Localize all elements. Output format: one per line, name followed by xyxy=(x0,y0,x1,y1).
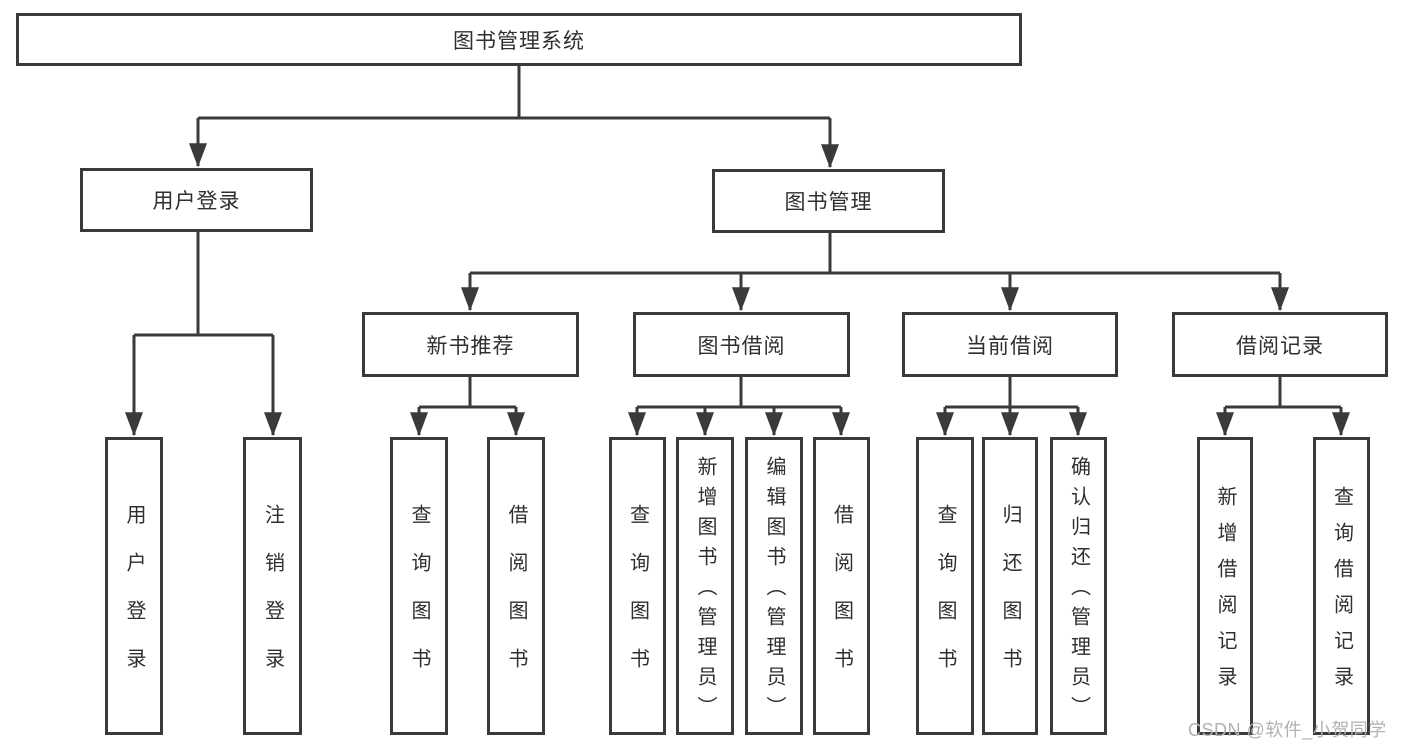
node-user-login: 用户登录 xyxy=(80,168,313,232)
leaf-borrow-add-books-admin-label: 新增图书（管理员） xyxy=(694,456,716,726)
node-book-management-label: 图书管理 xyxy=(784,191,873,214)
connector-lines xyxy=(125,66,1350,437)
leaf-logout-label: 注销登录 xyxy=(261,504,284,696)
leaf-records-add-record: 新增借阅记录 xyxy=(1197,437,1253,735)
leaf-borrow-query-books-label: 查询图书 xyxy=(626,504,649,696)
leaf-current-return-books-label: 归还图书 xyxy=(999,504,1021,696)
node-current-borrow-label: 当前借阅 xyxy=(966,334,1054,358)
node-book-borrow-label: 图书借阅 xyxy=(697,334,786,358)
leaf-borrow-query-books: 查询图书 xyxy=(609,437,666,735)
node-book-management: 图书管理 xyxy=(712,169,945,233)
leaf-current-query-books: 查询图书 xyxy=(916,437,974,735)
leaf-borrow-borrow-books: 借阅图书 xyxy=(813,437,870,735)
node-new-book-recommend-label: 新书推荐 xyxy=(426,334,515,358)
leaf-user-login: 用户登录 xyxy=(105,437,163,735)
node-book-borrow: 图书借阅 xyxy=(633,312,850,377)
node-root: 图书管理系统 xyxy=(16,13,1022,66)
leaf-recommend-query-books: 查询图书 xyxy=(390,437,448,735)
node-root-label: 图书管理系统 xyxy=(453,29,585,53)
node-borrow-records-label: 借阅记录 xyxy=(1236,334,1324,358)
leaf-borrow-edit-books-admin: 编辑图书（管理员） xyxy=(745,437,803,735)
leaf-current-query-books-label: 查询图书 xyxy=(934,504,956,696)
node-borrow-records: 借阅记录 xyxy=(1172,312,1388,377)
node-current-borrow: 当前借阅 xyxy=(902,312,1118,377)
node-user-login-label: 用户登录 xyxy=(152,190,241,213)
leaf-records-query-record: 查询借阅记录 xyxy=(1313,437,1370,735)
leaf-borrow-add-books-admin: 新增图书（管理员） xyxy=(676,437,734,735)
leaf-current-confirm-return-admin: 确认归还（管理员） xyxy=(1050,437,1107,735)
leaf-user-login-label: 用户登录 xyxy=(123,504,145,696)
leaf-recommend-query-books-label: 查询图书 xyxy=(408,504,430,696)
leaf-borrow-borrow-books-label: 借阅图书 xyxy=(830,504,853,696)
leaf-borrow-edit-books-admin-label: 编辑图书（管理员） xyxy=(763,456,785,726)
leaf-recommend-borrow-books-label: 借阅图书 xyxy=(505,504,527,696)
leaf-current-confirm-return-admin-label: 确认归还（管理员） xyxy=(1067,456,1090,726)
leaf-logout: 注销登录 xyxy=(243,437,302,735)
csdn-watermark: CSDN @软件_小贺同学 xyxy=(1188,720,1387,740)
leaf-recommend-borrow-books: 借阅图书 xyxy=(487,437,545,735)
leaf-current-return-books: 归还图书 xyxy=(982,437,1038,735)
leaf-records-query-record-label: 查询借阅记录 xyxy=(1330,486,1353,702)
leaf-records-add-record-label: 新增借阅记录 xyxy=(1214,486,1236,702)
node-new-book-recommend: 新书推荐 xyxy=(362,312,579,377)
